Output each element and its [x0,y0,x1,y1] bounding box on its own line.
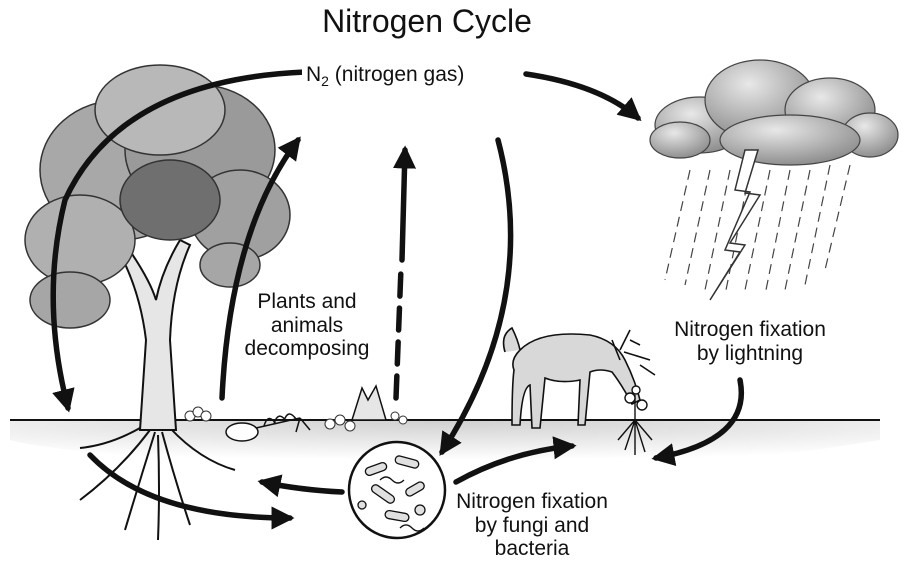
arrow-microbes-to-roots [262,482,342,492]
arrow-n2-to-soil [442,140,511,452]
stump-illustration [352,386,386,420]
arrow-n2-to-lightning [526,74,638,118]
label-line: animals [222,314,392,338]
label-line: Plants and [222,290,392,314]
soil-microbes-illustration [349,442,445,538]
label-line: Nitrogen fixation [640,318,860,342]
label-line: Nitrogen fixation [432,490,632,514]
diagram-title: Nitrogen Cycle [0,4,854,40]
label-plants-animals-decomposing: Plants and animals decomposing [222,290,392,361]
label-line: bacteria [432,537,632,561]
deer-illustration [504,328,655,428]
cloud-rain-illustration [650,60,898,300]
label-lightning-fixation: Nitrogen fixation by lightning [640,318,860,365]
lightning-bolt-icon [710,150,760,300]
label-fungi-bacteria-fixation: Nitrogen fixation by fungi and bacteria [432,490,632,561]
arrow-decomposer-release-solid [402,150,405,260]
label-nitrogen-gas: N2 (nitrogen gas) [302,63,468,90]
label-line: decomposing [222,337,392,361]
label-line: by lightning [640,342,860,366]
arrow-decomposer-release-dashed [396,268,401,398]
label-line: by fungi and [432,514,632,538]
